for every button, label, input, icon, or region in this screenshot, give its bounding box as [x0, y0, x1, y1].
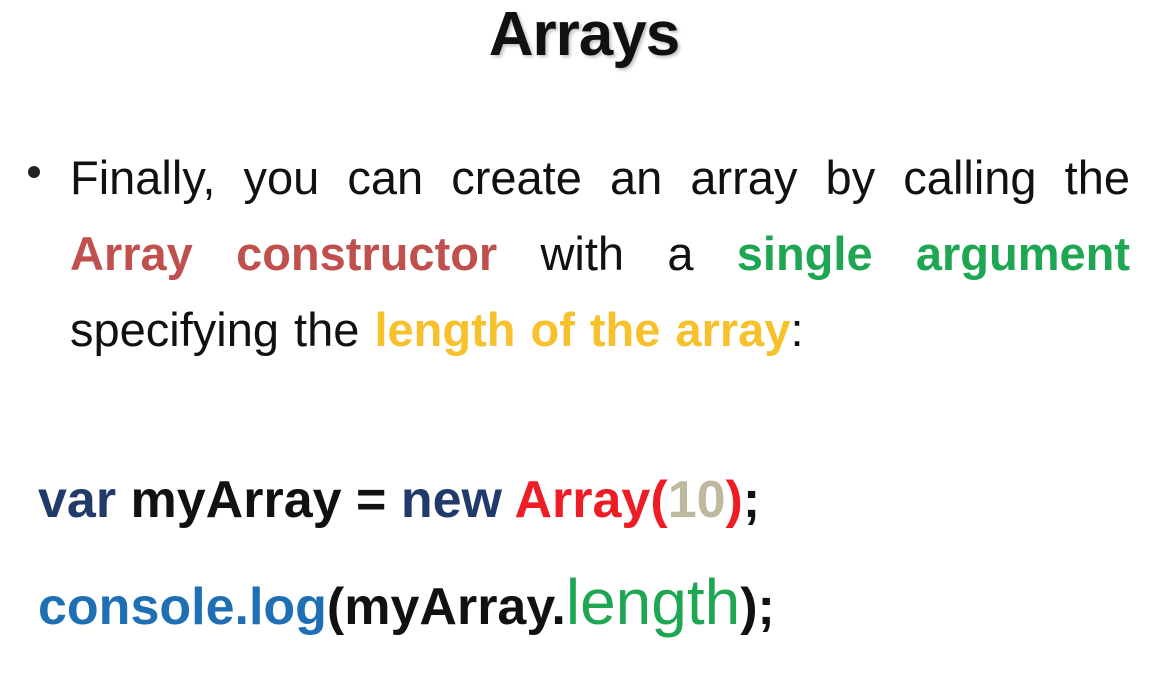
code-line-2: console.log(myArray.length);: [38, 570, 775, 637]
highlight-length-of-array: length of the array: [374, 303, 791, 356]
code-line-1: var myArray = new Array(10);: [38, 470, 760, 530]
code-open-paren-2: (: [326, 578, 345, 636]
code-semicolon: ;: [742, 471, 761, 529]
code-open-paren: (: [650, 471, 668, 529]
bullet-text-part2: with a: [497, 227, 737, 280]
code-property: length: [565, 566, 741, 638]
code-function: console.log: [38, 578, 327, 636]
bullet-text: Finally, you can create an array by call…: [70, 140, 1130, 368]
bullet-text-part1: Finally, you can create an array by call…: [70, 151, 1130, 204]
code-class-name: Array: [514, 471, 651, 529]
code-space: [502, 471, 515, 529]
code-close: );: [740, 578, 775, 636]
slide-title: Arrays: [488, 0, 680, 69]
bullet-icon: [28, 166, 40, 178]
code-identifier: myArray =: [116, 471, 401, 529]
bullet-text-part3: specifying the: [70, 303, 375, 356]
highlight-single-argument: single argument: [736, 227, 1130, 280]
code-close-paren: ): [725, 471, 743, 529]
code-keyword-new: new: [400, 471, 502, 529]
highlight-array-constructor: Array constructor: [70, 227, 498, 280]
bullet-text-part4: :: [790, 303, 804, 356]
code-number: 10: [667, 471, 726, 529]
code-object: myArray.: [344, 578, 566, 636]
code-keyword-var: var: [38, 471, 117, 529]
